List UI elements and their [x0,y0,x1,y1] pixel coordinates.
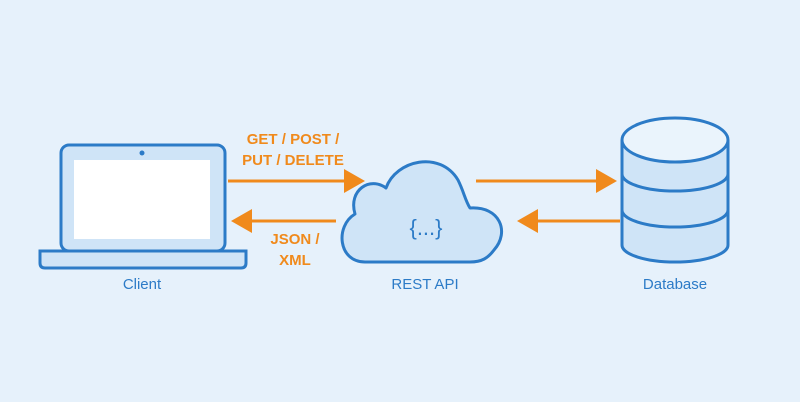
response-format-line2: XML [279,252,311,269]
json-braces-glyph: {...} [409,215,442,240]
response-format-line1: JSON / [270,231,320,248]
request-methods-label: GET / POST / PUT / DELETE [232,129,354,171]
client-label: Client [122,276,162,293]
cloud-icon [340,160,504,264]
request-methods-line2: PUT / DELETE [242,152,344,169]
request-methods-line1: GET / POST / [246,131,340,148]
database-icon [620,116,730,264]
response-format-label: JSON / XML [255,229,335,271]
rest-api-label: REST API [391,276,459,293]
laptop-icon [38,143,248,270]
database-label: Database [642,276,708,293]
